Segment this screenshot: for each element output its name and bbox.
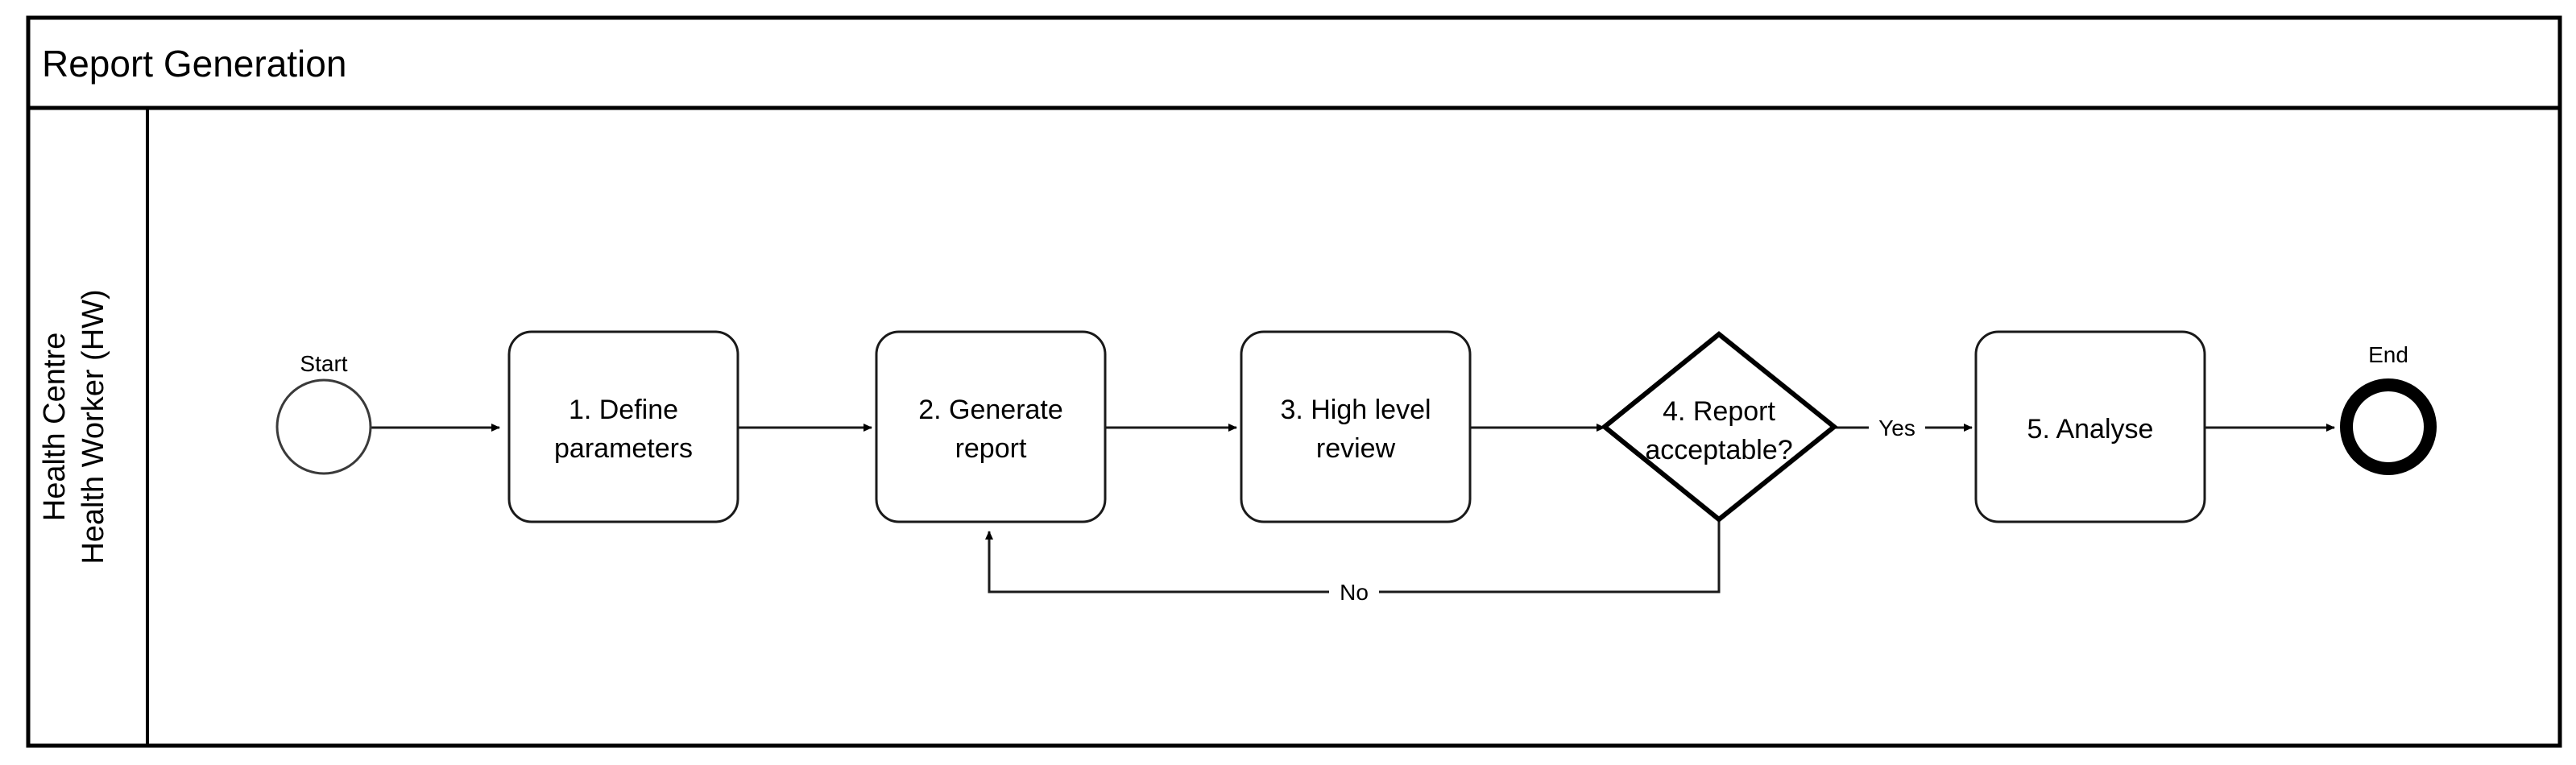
task-define-parameters[interactable]: 1. Define parameters [507, 330, 739, 523]
pool-title: Report Generation [42, 43, 346, 85]
task-3-label-line2: review [1316, 433, 1396, 464]
task-1-label-line1: 1. Define [569, 395, 678, 425]
flow-label-no: No [1340, 580, 1369, 605]
lane-title-line2: Health Worker (HW) [77, 289, 110, 564]
task-5-label-line1: 5. Analyse [2027, 414, 2154, 445]
gateway-report-acceptable[interactable]: 4. Report acceptable? [1601, 331, 1838, 523]
no-label-backing [1329, 573, 1379, 610]
sequence-flows: Yes No [371, 409, 2335, 610]
task-generate-report[interactable]: 2. Generate report [875, 330, 1107, 523]
task-1-box[interactable] [507, 330, 739, 523]
task-analyse[interactable]: 5. Analyse [1974, 330, 2206, 523]
task-2-label-line1: 2. Generate [918, 395, 1063, 425]
pool-frame [26, 15, 2562, 748]
gateway-4-label-line1: 4. Report [1663, 396, 1775, 427]
lane-title-group: Health Centre Health Worker (HW) [38, 289, 110, 564]
start-event-circle[interactable] [275, 378, 372, 475]
end-event[interactable]: End [2340, 342, 2437, 475]
task-2-box[interactable] [875, 330, 1107, 523]
task-3-box[interactable] [1240, 330, 1472, 523]
end-event-circle[interactable] [2340, 378, 2437, 475]
start-event-label: Start [300, 351, 347, 376]
task-1-label-line2: parameters [554, 433, 693, 464]
task-high-level-review[interactable]: 3. High level review [1240, 330, 1472, 523]
task-3-label-line1: 3. High level [1280, 395, 1431, 425]
end-event-label: End [2368, 342, 2408, 367]
task-5-box[interactable] [1974, 330, 2206, 523]
pool-outer-border [26, 15, 2562, 748]
gateway-4-diamond[interactable] [1601, 331, 1838, 523]
flow-label-yes: Yes [1878, 416, 1915, 440]
yes-label-backing [1869, 409, 1925, 446]
lane-title-line1: Health Centre [38, 333, 72, 521]
task-2-label-line2: report [955, 433, 1027, 464]
start-event[interactable]: Start [275, 351, 372, 475]
gateway-4-label-line2: acceptable? [1645, 435, 1792, 465]
